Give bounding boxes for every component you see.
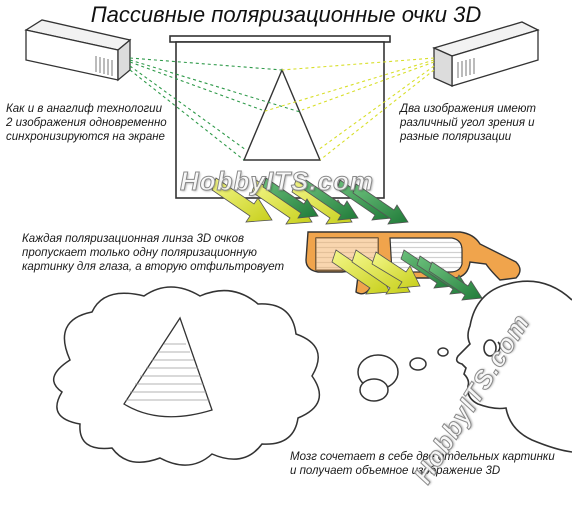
thought-cloud-icon [53,286,449,466]
projection-screen-icon [169,35,391,199]
right-projector-rays [261,57,435,161]
brain-caption-line-2: и получает объемное изображение 3D [290,465,501,477]
polarized-beams [211,177,409,225]
filtered-beams [331,249,483,301]
green-beam-arrow [352,183,409,225]
yellow-beam-arrow [211,177,273,223]
lens-caption-line-2: пропускает только одну поляризационную [22,247,257,259]
right-caption-line-3: разные поляризации [400,131,512,143]
green-beam-arrow [262,177,319,219]
center-watermark: HobbyITS.com [179,166,375,197]
cone-icon [123,316,213,418]
lens-caption-line-3: картинку для глаза, а вторую отфильтрову… [22,261,285,273]
diagram-title: Пассивные поляризационные очки 3D [90,2,482,27]
right-caption-line-2: различный угол зрения и [400,117,535,129]
brain-caption-line-1: Мозг сочетает в себе две отдельных карти… [290,451,555,463]
lens-caption-line-1: Каждая поляризационная линза 3D очков [22,233,245,245]
green-beam-arrow [302,179,359,221]
screen-triangle-image [242,68,322,161]
left-projector-icon [24,19,132,82]
left-caption-line-3: синхронизируются на экране [6,131,165,143]
right-caption-line-1: Два изображения имеют [400,103,536,115]
left-caption-line-2: 2 изображения одновременно [6,117,167,129]
right-projector-icon [432,21,540,88]
head-silhouette-icon [455,280,572,453]
left-projector-rays [129,57,301,161]
left-caption-line-1: Как и в анаглиф технологии [6,103,162,115]
